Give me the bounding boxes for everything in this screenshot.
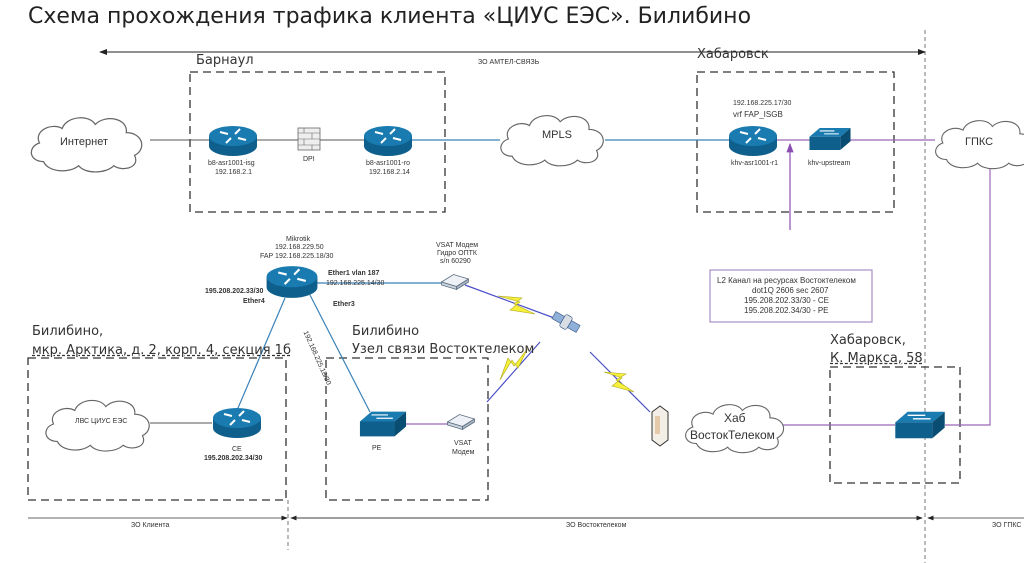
firewall-dpi-icon[interactable] bbox=[297, 127, 321, 151]
site-label-bilibino-client-2: мкр. Арктика, д. 2, корп. 4, секция 1б bbox=[32, 343, 291, 358]
switch-khabarovsk-marx[interactable] bbox=[894, 411, 946, 439]
device-label-mikrotik-ether1: Ether1 vlan 187 bbox=[328, 270, 380, 277]
site-box-khabarovsk bbox=[696, 71, 895, 213]
link-gpks-marx-switch bbox=[945, 165, 991, 426]
site-box-bilibino-node bbox=[325, 357, 489, 501]
zone-label-vostok: ЗО Востоктелеком bbox=[566, 522, 627, 529]
device-label-khv-name: khv-asr1001-r1 bbox=[731, 160, 779, 167]
cloud-lan bbox=[45, 399, 150, 452]
device-label-b8-isg-name: b8-asr1001-isg bbox=[208, 160, 255, 167]
site-label-bilibino-node-1: Билибино bbox=[352, 324, 420, 339]
site-label-khabarovsk-marx-1: Хабаровск, bbox=[830, 333, 906, 348]
device-label-b8-ro-ip: 192.168.2.14 bbox=[369, 169, 410, 176]
cloud-label-mpls: MPLS bbox=[542, 129, 572, 141]
cloud-label-hub-2: ВостокТелеком bbox=[690, 428, 775, 442]
note-line-2: dot1Q 2606 sec 2607 bbox=[752, 286, 829, 295]
site-label-barnaul: Барнаул bbox=[196, 53, 254, 68]
note-line-1: L2 Канал на ресурсах Востоктелеком bbox=[717, 276, 856, 285]
device-label-khv-upstream: khv-upstream bbox=[808, 160, 851, 167]
vsat-modem-remote[interactable] bbox=[441, 274, 469, 290]
site-label-bilibino-client-1: Билибино, bbox=[32, 324, 104, 339]
device-label-khv-ip: 192.168.225.17/30 bbox=[733, 100, 792, 107]
device-label-vsat-node-2: Модем bbox=[452, 449, 475, 456]
bolt-icon bbox=[603, 371, 635, 393]
device-label-b8-isg-ip: 192.168.2.1 bbox=[215, 169, 252, 176]
note-line-3: 195.208.202.33/30 - CE bbox=[744, 296, 829, 305]
router-mikrotik[interactable] bbox=[265, 265, 319, 299]
satellite-icon bbox=[551, 311, 581, 333]
device-label-vsat-node-1: VSAT bbox=[454, 440, 472, 447]
device-label-mikrotik-ether1-ip: 192.168.225.14/30 bbox=[326, 280, 385, 287]
router-b8-isg[interactable] bbox=[208, 125, 258, 157]
router-khv-asr[interactable] bbox=[728, 125, 778, 157]
site-label-khabarovsk: Хабаровск bbox=[697, 47, 769, 62]
vsat-modem-node[interactable] bbox=[447, 414, 475, 430]
device-label-dpi: DPI bbox=[303, 156, 315, 163]
radio-link-hub bbox=[589, 351, 651, 413]
device-label-ce-name: CE bbox=[232, 446, 242, 453]
device-label-vsat-remote-1: VSAT Модем bbox=[436, 242, 479, 249]
device-label-mikrotik-ip1: 192.168.229.50 bbox=[275, 244, 324, 251]
device-label-ce-ip: 195.208.202.34/30 bbox=[204, 455, 263, 462]
radio-link-node bbox=[486, 341, 541, 403]
cloud-label-internet: Интернет bbox=[60, 136, 108, 148]
zone-label-gpks: ЗО ГПКС bbox=[992, 522, 1022, 529]
device-label-mikrotik-ether3: Ether3 bbox=[333, 301, 355, 308]
device-label-mikrotik-name: Mikrotik bbox=[286, 236, 311, 243]
note-line-4: 195.208.202.34/30 - PE bbox=[744, 306, 829, 315]
router-ce[interactable] bbox=[212, 407, 262, 439]
device-label-b8-ro-name: b8-asr1001-ro bbox=[366, 160, 410, 167]
hub-server-icon bbox=[651, 405, 669, 447]
bolt-icon bbox=[499, 347, 529, 381]
device-label-mikrotik-ip2: FAP 192.168.225.18/30 bbox=[260, 253, 334, 260]
note-box bbox=[709, 269, 873, 323]
site-label-bilibino-node-2: Узел связи Востоктелеком bbox=[352, 342, 535, 357]
switch-pe[interactable] bbox=[359, 411, 407, 437]
device-label-mikrotik-ether4-ip: 195.208.202.33/30 bbox=[205, 288, 264, 295]
cloud-label-gpks: ГПКС bbox=[965, 136, 994, 148]
site-label-khabarovsk-marx-2: К. Маркса, 58 bbox=[830, 351, 923, 366]
device-label-vsat-remote-3: s/n 60290 bbox=[440, 258, 471, 265]
switch-khv-upstream[interactable] bbox=[808, 127, 852, 151]
site-box-barnaul bbox=[189, 71, 446, 213]
cloud-label-hub-1: Хаб bbox=[724, 411, 746, 425]
page-title: Схема прохождения трафика клиента «ЦИУС … bbox=[28, 4, 752, 29]
site-box-bilibino-client bbox=[27, 357, 287, 501]
cloud-label-lan: ЛВС ЦИУС ЕЭС bbox=[75, 418, 128, 425]
zone-label-client: ЗО Клиента bbox=[131, 522, 170, 529]
device-label-vsat-remote-2: Гидро ОПТК bbox=[437, 250, 477, 257]
bolt-icon bbox=[497, 295, 536, 315]
device-label-khv-vrf: vrf FAP_ISGB bbox=[733, 110, 783, 119]
zone-amtel-label: ЗО АМТЕЛ-СВЯЗЬ bbox=[478, 59, 540, 66]
link-mikrotik-ce bbox=[234, 297, 286, 416]
link-mikrotik-pe bbox=[309, 294, 371, 413]
device-label-mikrotik-ether4: Ether4 bbox=[243, 298, 265, 305]
device-label-pe: PE bbox=[372, 445, 382, 452]
router-b8-ro[interactable] bbox=[363, 125, 413, 157]
